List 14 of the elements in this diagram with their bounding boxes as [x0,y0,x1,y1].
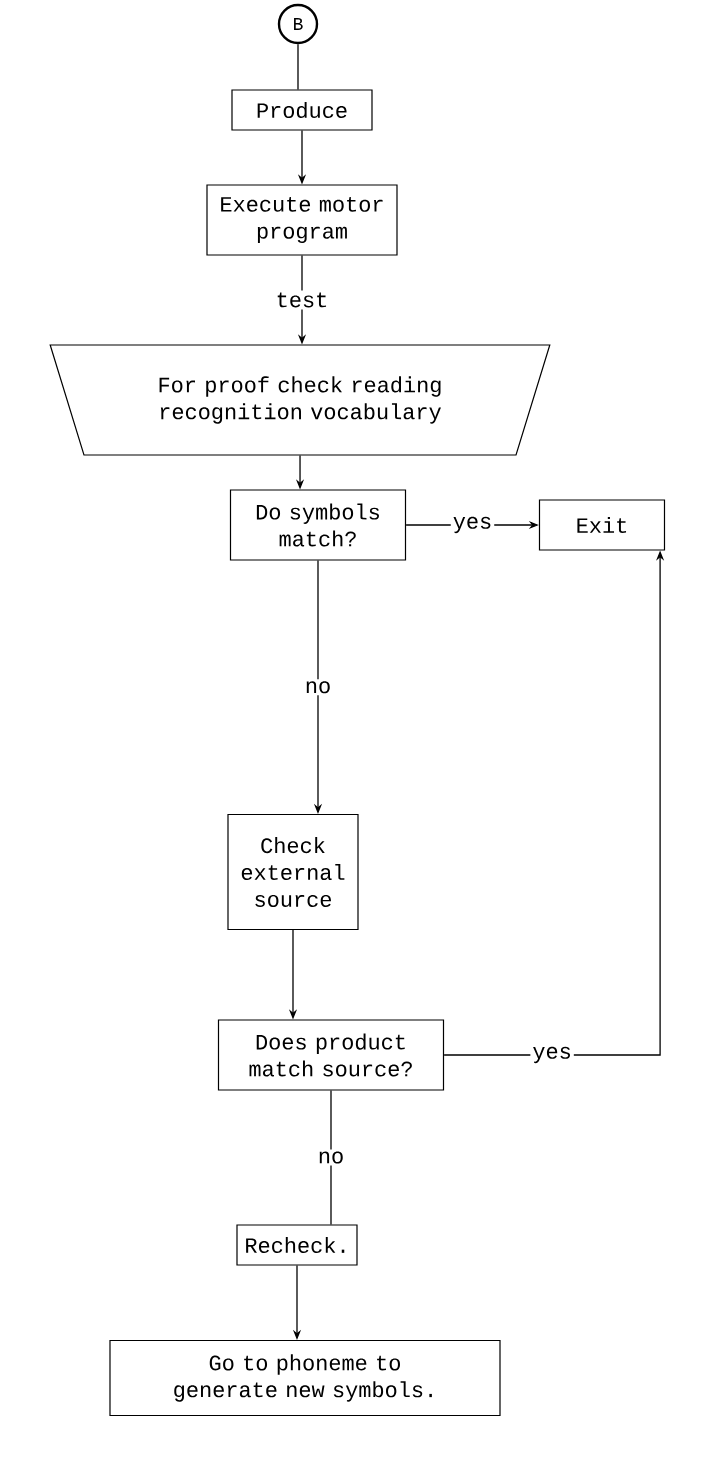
process-box: Check external source [227,813,359,931]
process-box: Exit [538,499,666,551]
process-box: Produce [231,89,373,131]
trapezoid-box: For proof check reading recognition vocabulary [49,344,551,456]
edge-label: yes [450,514,495,536]
process-box: Recheck. [236,1224,358,1266]
process-box: Go to phoneme to generate new symbols. [109,1339,501,1417]
process-box: Does product match source? [217,1019,445,1091]
edge-label: no [315,1149,347,1166]
edge-label: test [273,290,331,310]
process-box: Execute motor program [206,184,398,256]
process-box: Do symbols match? [229,489,407,561]
edge-label: yes [530,1044,574,1066]
edge-label: no [302,679,334,696]
